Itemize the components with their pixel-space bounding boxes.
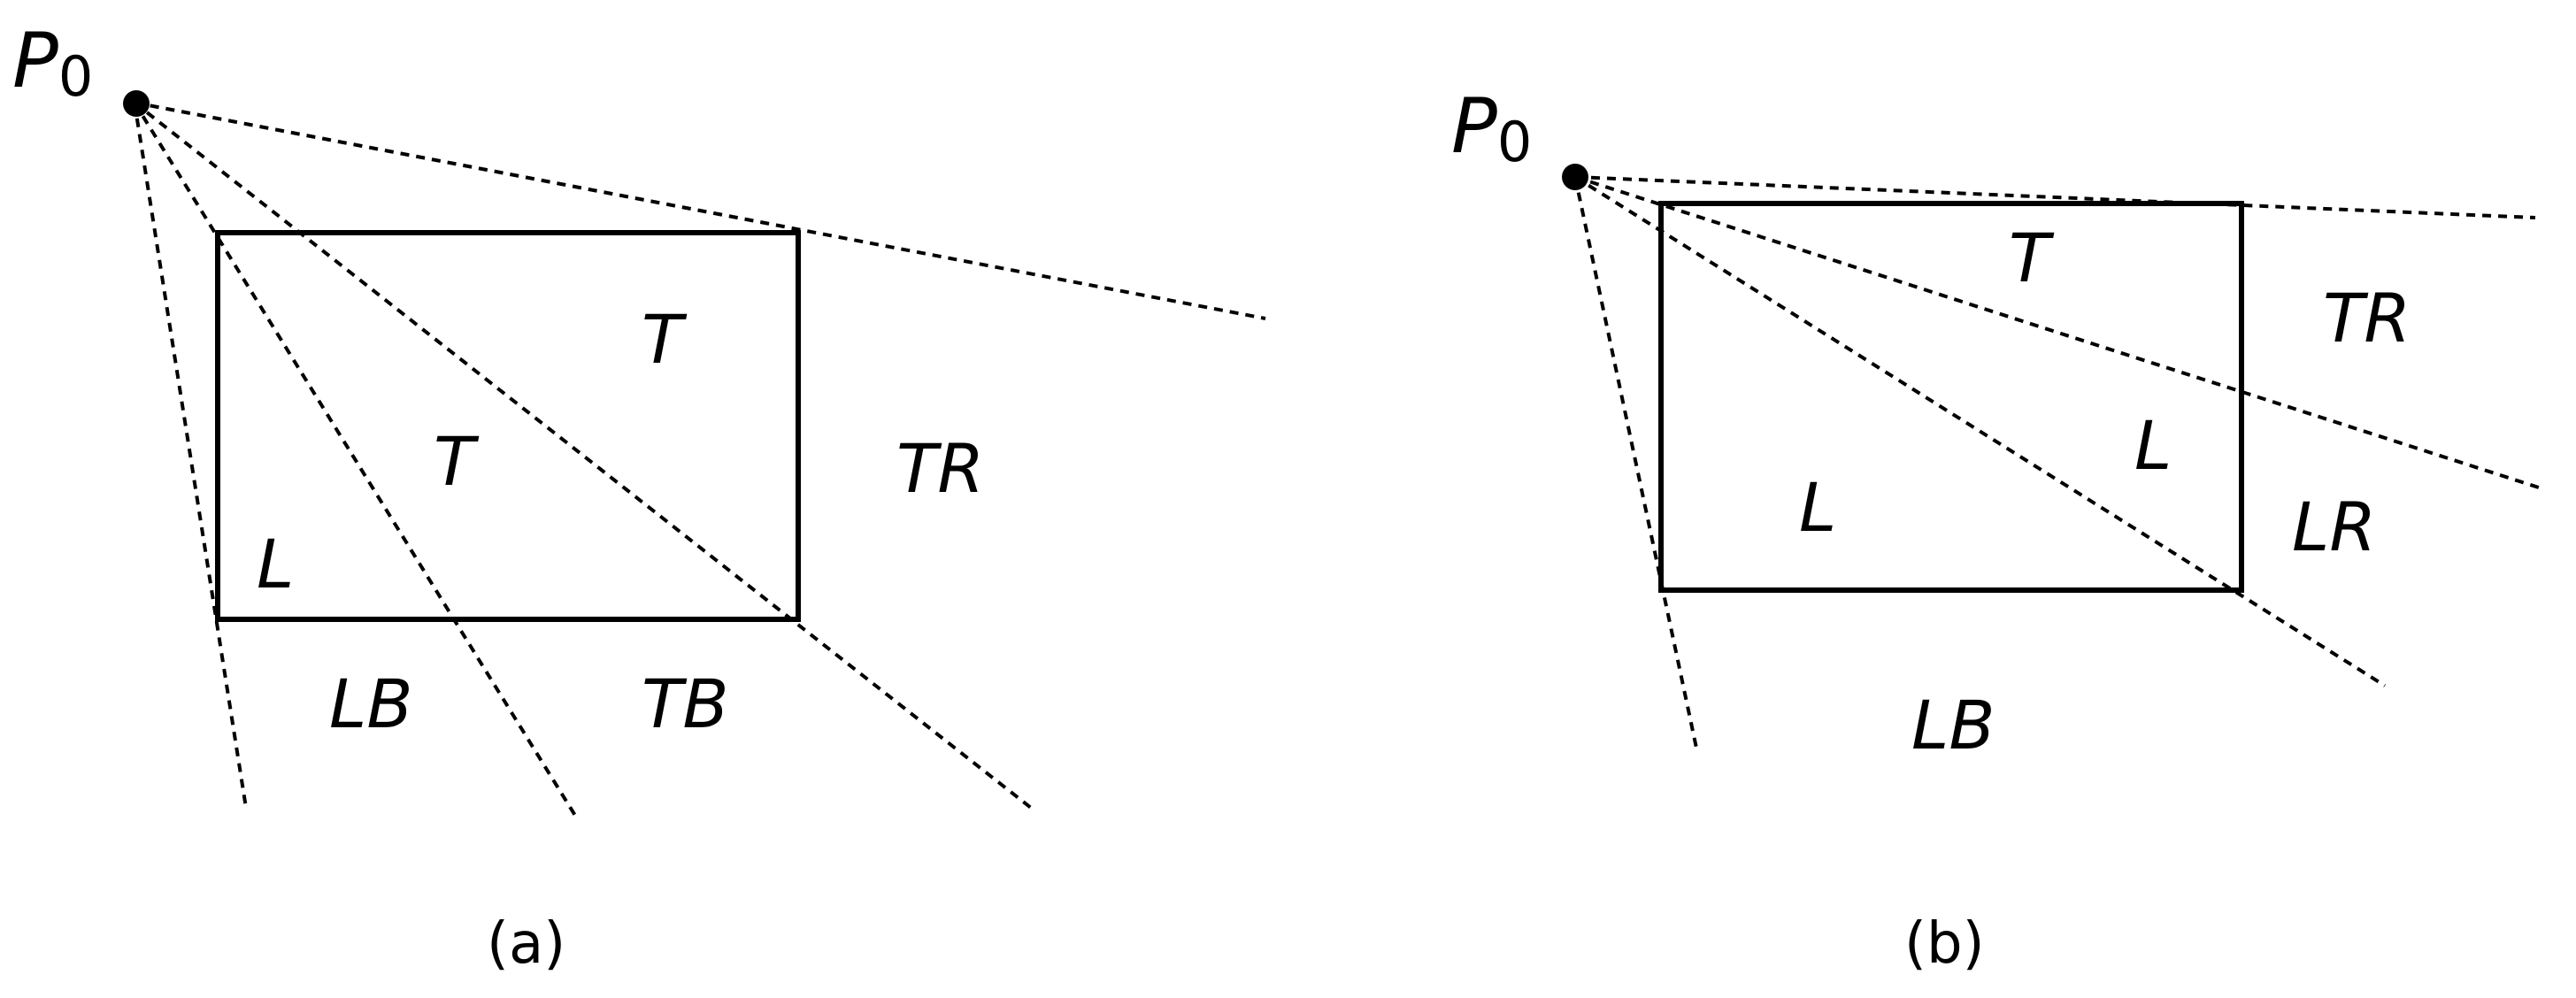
panel-a-rectangle	[215, 230, 801, 622]
panel-a-region-tb: TB	[642, 664, 729, 743]
panel-a-viewpoint-label: P0	[12, 17, 93, 109]
panel-a-ray-bottom-left	[133, 102, 248, 809]
panel-b-region-lb: LB	[1911, 686, 1995, 764]
panel-a-ray-top-left	[133, 101, 579, 820]
panel-a-ray-top-right	[134, 101, 1266, 320]
panel-b-region-lr: LR	[2292, 487, 2376, 566]
panel-b-region-l-right: L	[2134, 406, 2172, 485]
panel-a-region-t-upper: T	[642, 300, 688, 379]
panel-b-viewpoint-base: P	[1451, 82, 1497, 171]
panel-b: P0 T TR L L LR LB (b)	[1451, 82, 2545, 977]
panel-b-region-t: T	[2009, 219, 2055, 297]
panel-b-ray-top-right	[1574, 175, 2545, 491]
panel-b-viewpoint-dot	[1562, 164, 1588, 190]
panel-a-region-l: L	[257, 525, 294, 603]
panel-a-viewpoint-base: P	[12, 17, 58, 105]
panel-b-region-l-left: L	[1799, 468, 1836, 547]
panel-a-caption: (a)	[487, 911, 565, 977]
panel-b-ray-top	[1574, 175, 2536, 219]
panel-a-viewpoint-subscript: 0	[58, 44, 93, 109]
panel-b-ray-bottom-right	[1573, 175, 2387, 687]
panel-b-viewpoint-subscript: 0	[1497, 110, 1532, 174]
panel-b-viewpoint-label: P0	[1451, 82, 1532, 174]
panel-a-region-tr: TR	[896, 429, 984, 508]
panel-a-viewpoint-dot	[123, 90, 150, 117]
panel-b-region-tr: TR	[2323, 279, 2411, 357]
panel-a-region-lb: LB	[329, 664, 412, 743]
panel-b-caption: (b)	[1904, 911, 1985, 977]
panel-b-rectangle	[1658, 201, 2244, 593]
panel-b-ray-bottom-left	[1573, 176, 1699, 753]
panel-a-region-t-lower: T	[434, 422, 480, 501]
panel-a: P0 T T L TR LB TB (a)	[12, 17, 1266, 977]
